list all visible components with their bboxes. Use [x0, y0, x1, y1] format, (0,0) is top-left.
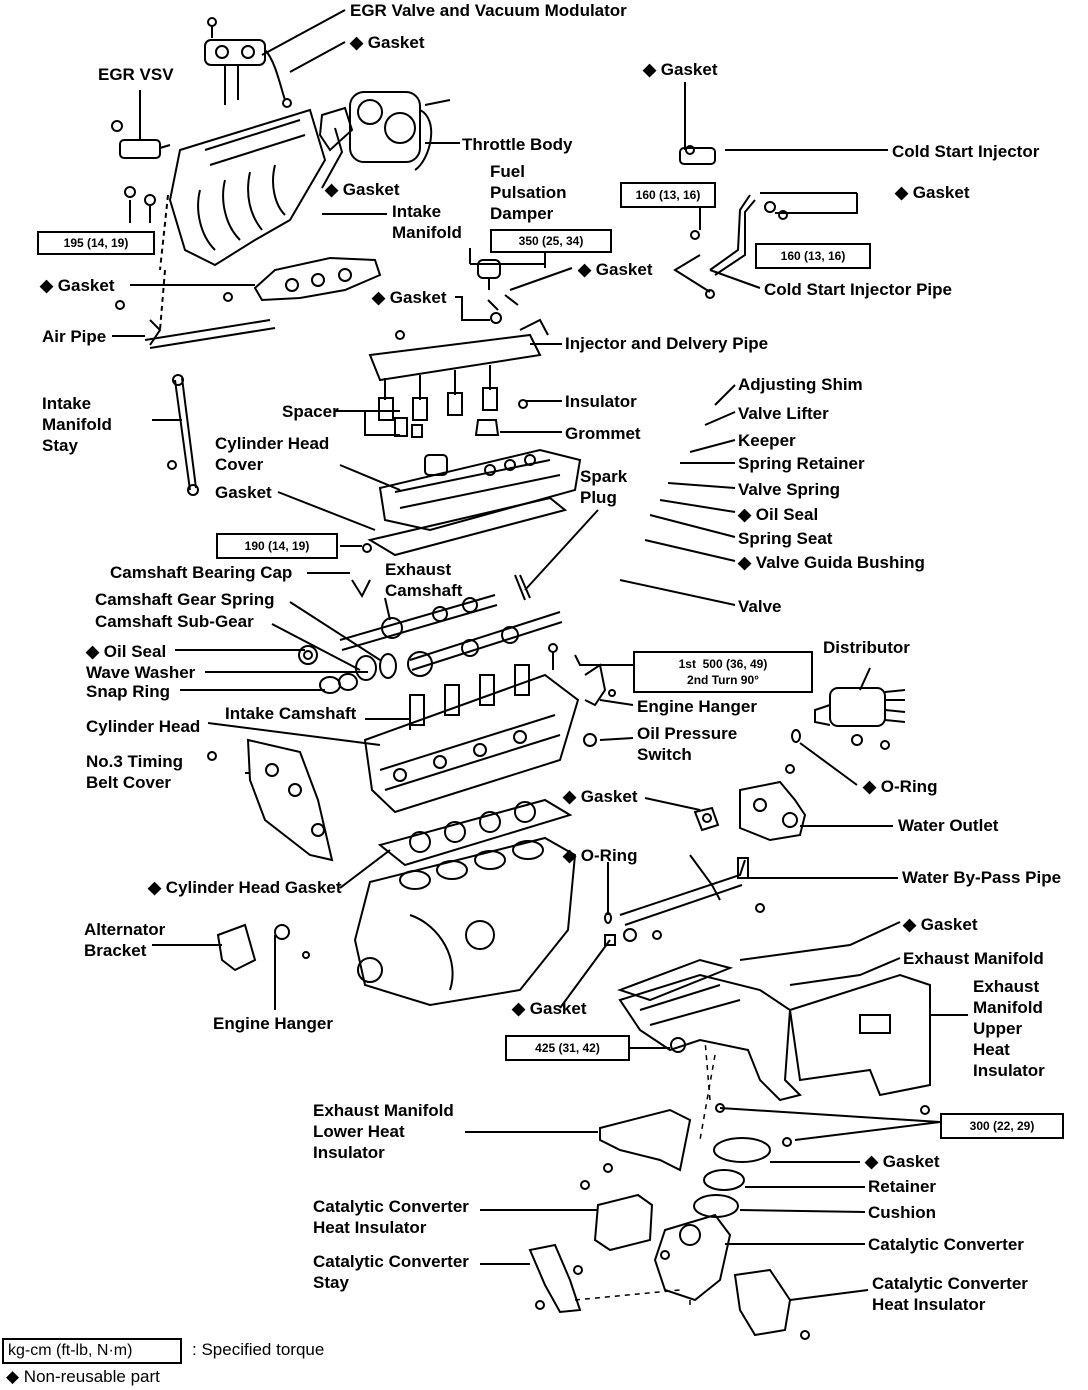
- label-intake-manifold-stay: Intake Manifold Stay: [42, 394, 112, 455]
- label-gasket-throttle: ◆ Gasket: [325, 180, 400, 199]
- label-valve-lifter: Valve Lifter: [738, 404, 829, 423]
- label-camshaft-sub-gear: Camshaft Sub-Gear: [95, 612, 254, 631]
- label-air-pipe: Air Pipe: [42, 327, 107, 346]
- label-gasket-cold-start-top: ◆ Gasket: [643, 60, 718, 79]
- label-water-outlet: Water Outlet: [898, 816, 999, 835]
- torque-box-190: 190 (14, 19): [216, 533, 338, 559]
- label-cylinder-head-gasket: ◆ Cylinder Head Gasket: [148, 878, 342, 897]
- label-valve-guide-bushing: ◆ Valve Guida Bushing: [738, 553, 925, 572]
- torque-box-195: 195 (14, 19): [37, 231, 155, 255]
- torque-box-160a: 160 (13, 16): [620, 182, 716, 208]
- label-cushion: Cushion: [868, 1203, 936, 1222]
- label-retainer: Retainer: [868, 1177, 937, 1196]
- label-cold-start-injector-pipe: Cold Start Injector Pipe: [764, 280, 952, 299]
- camshafts-part: [339, 579, 563, 677]
- label-oil-pressure-switch: Oil Pressure Switch: [637, 724, 738, 764]
- engine-block-part: [353, 836, 577, 1007]
- legend-torque-text: : Specified torque: [192, 1340, 325, 1359]
- label-oil-seal-valve: ◆ Oil Seal: [738, 505, 819, 524]
- label-cylinder-head-cover: Cylinder Head Cover: [215, 434, 330, 474]
- label-valve-spring: Valve Spring: [738, 480, 841, 499]
- water-outlet-part: [739, 764, 807, 842]
- label-alternator-bracket: Alternator Bracket: [84, 920, 166, 960]
- label-timing-belt-cover: No.3 Timing Belt Cover: [86, 752, 183, 792]
- label-intake-manifold: Intake Manifold: [392, 202, 462, 242]
- label-gasket-exhaust-top: ◆ Gasket: [903, 915, 978, 934]
- torque-box-300: 300 (22, 29): [940, 1113, 1064, 1139]
- label-exhaust-upper-heat-insulator: Exhaust Manifold Upper Heat Insulator: [973, 977, 1045, 1080]
- label-gasket-bypass: ◆ Gasket: [512, 999, 587, 1018]
- label-camshaft-gear-spring: Camshaft Gear Spring: [95, 590, 275, 609]
- label-gasket-outlet: ◆ Gasket: [563, 787, 638, 806]
- label-valve: Valve: [738, 597, 782, 616]
- label-spring-retainer: Spring Retainer: [738, 454, 865, 473]
- distributor-part: [814, 687, 906, 750]
- label-egr-vsv: EGR VSV: [98, 65, 174, 84]
- label-engine-hanger-top: Engine Hanger: [637, 697, 757, 716]
- label-o-ring-bypass: ◆ O-Ring: [563, 846, 638, 865]
- label-cold-start-injector: Cold Start Injector: [892, 142, 1040, 161]
- label-grommet: Grommet: [565, 424, 641, 443]
- label-water-bypass-pipe: Water By-Pass Pipe: [902, 868, 1062, 887]
- label-engine-hanger-bottom: Engine Hanger: [213, 1014, 333, 1033]
- label-cylinder-head: Cylinder Head: [86, 717, 201, 736]
- throttle-body-part: [349, 91, 451, 171]
- label-gasket-cover: Gasket: [215, 483, 272, 502]
- label-injector-delivery-pipe: Injector and Delvery Pipe: [565, 334, 769, 353]
- label-insulator: Insulator: [565, 392, 637, 411]
- torque-box-160b: 160 (13, 16): [755, 243, 871, 269]
- torque-box-425: 425 (31, 42): [505, 1035, 630, 1061]
- label-spring-seat: Spring Seat: [738, 529, 833, 548]
- label-adjusting-shim: Adjusting Shim: [738, 375, 863, 394]
- label-spacer: Spacer: [282, 402, 339, 421]
- egr-valve-part: [204, 17, 292, 108]
- fuel-pulsation-damper-part: [477, 259, 501, 290]
- label-gasket-cold-start-right: ◆ Gasket: [895, 183, 970, 202]
- label-gasket-damper: ◆ Gasket: [578, 260, 653, 279]
- label-snap-ring: Snap Ring: [86, 682, 171, 701]
- label-gasket-egr: ◆ Gasket: [350, 33, 425, 52]
- delivery-pipe-part: [368, 294, 549, 438]
- intake-manifold-part: [124, 108, 327, 331]
- cold-start-injector-part: [679, 145, 788, 299]
- label-catalytic-converter: Catalytic Converter: [868, 1235, 1024, 1254]
- label-fuel-pulsation-damper: Fuel Pulsation Damper: [490, 162, 567, 223]
- catalytic-converter-part: [653, 1213, 732, 1302]
- exhaust-manifold-part: [618, 973, 802, 1102]
- label-catalytic-heat-insulator-right: Catalytic Converter Heat Insulator: [872, 1274, 1028, 1314]
- legend-nonreusable-text: ◆ Non-reusable part: [6, 1367, 160, 1386]
- label-gasket-delivery: ◆ Gasket: [372, 288, 447, 307]
- water-bypass-pipe-part: [619, 854, 765, 942]
- cylinder-head-part: [363, 664, 580, 814]
- label-gasket-intake: ◆ Gasket: [40, 276, 115, 295]
- label-exhaust-camshaft: Exhaust Camshaft: [385, 560, 463, 600]
- label-throttle-body: Throttle Body: [462, 135, 573, 154]
- label-distributor: Distributor: [823, 638, 910, 657]
- label-camshaft-bearing-cap: Camshaft Bearing Cap: [110, 563, 293, 582]
- label-keeper: Keeper: [738, 431, 796, 450]
- legend-torque-box: kg-cm (ft-lb, N·m): [2, 1338, 182, 1364]
- cylinder-head-cover-part: [378, 448, 582, 532]
- label-wave-washer: Wave Washer: [86, 663, 196, 682]
- label-spark-plug: Spark Plug: [580, 467, 628, 507]
- label-catalytic-converter-stay: Catalytic Converter Stay: [313, 1252, 469, 1292]
- label-exhaust-lower-heat-insulator: Exhaust Manifold Lower Heat Insulator: [313, 1101, 454, 1162]
- label-o-ring-distributor: ◆ O-Ring: [863, 777, 938, 796]
- label-oil-seal-cam: ◆ Oil Seal: [86, 642, 167, 661]
- label-gasket-converter: ◆ Gasket: [865, 1152, 940, 1171]
- label-egr-valve: EGR Valve and Vacuum Modulator: [350, 1, 627, 20]
- label-intake-camshaft: Intake Camshaft: [225, 704, 357, 723]
- torque-box-350: 350 (25, 34): [490, 229, 612, 253]
- label-exhaust-manifold: Exhaust Manifold: [903, 949, 1044, 968]
- torque-box-cylinder-head: 1st 500 (36, 49) 2nd Turn 90°: [633, 651, 813, 693]
- label-catalytic-heat-insulator-left: Catalytic Converter Heat Insulator: [313, 1197, 469, 1237]
